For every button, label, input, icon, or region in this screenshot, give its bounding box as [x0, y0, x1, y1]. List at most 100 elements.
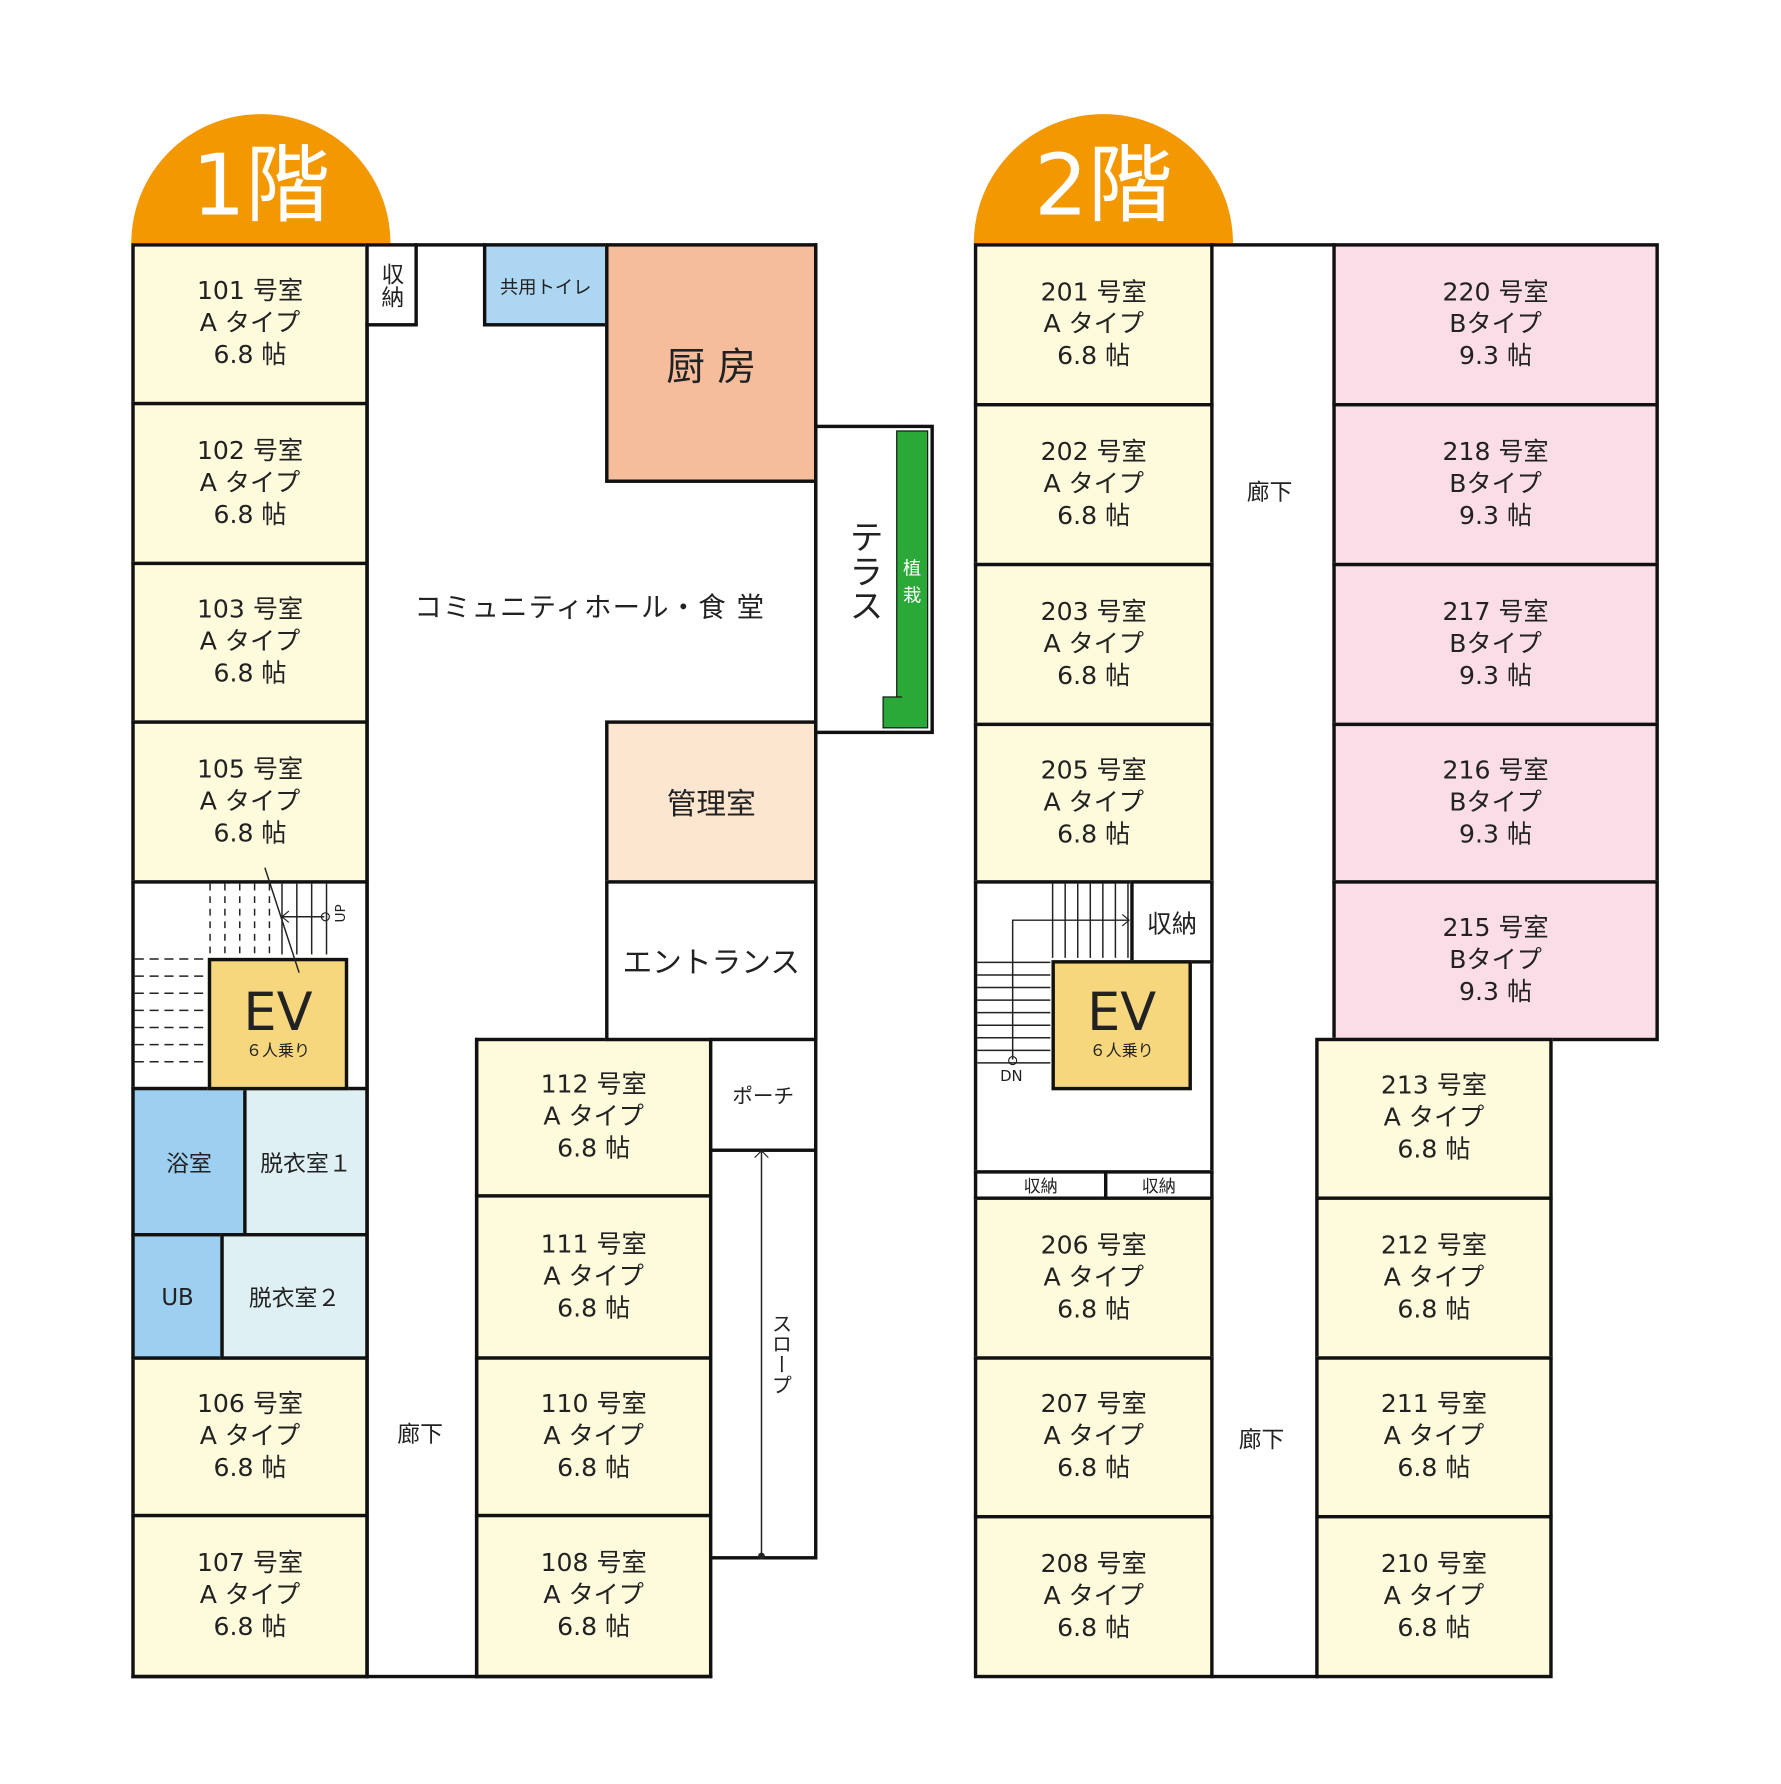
storage-2f-b: 収納 — [973, 1170, 1108, 1200]
wall — [1210, 1674, 1319, 1679]
room-type: A タイプ — [543, 1581, 644, 1610]
room-size: 6.8 帖 — [1057, 820, 1131, 849]
room-105[interactable]: 105 号室 A タイプ 6.8 帖 — [131, 720, 369, 884]
room-101[interactable]: 101 号室 A タイプ 6.8 帖 — [131, 243, 369, 406]
room-size: 6.8 帖 — [213, 1613, 287, 1642]
room-size: 6.8 帖 — [213, 500, 287, 530]
room-type: A タイプ — [1043, 629, 1144, 659]
wall — [365, 323, 369, 1679]
storage-1f: 収納 — [365, 243, 418, 327]
slope-label: スロープ — [768, 1312, 793, 1396]
room-size: 6.8 帖 — [557, 1453, 631, 1483]
room-num: 201 号室 — [1040, 277, 1147, 307]
bath: 浴室 — [131, 1086, 247, 1237]
room-size: 6.8 帖 — [1057, 661, 1131, 691]
room-num: 105 号室 — [196, 755, 304, 784]
room-size: 6.8 帖 — [213, 819, 287, 848]
room-type: A タイプ — [1043, 1263, 1144, 1292]
room-size: 9.3 帖 — [1459, 820, 1533, 849]
room-type: A タイプ — [543, 1102, 644, 1132]
room-216[interactable]: 216 号室 Bタイプ 9.3 帖 — [1332, 722, 1659, 884]
room-size: 6.8 帖 — [557, 1294, 631, 1323]
room-type: A タイプ — [1383, 1263, 1485, 1292]
porch: ポーチ — [708, 1037, 818, 1152]
room-type: A タイプ — [199, 468, 301, 498]
planting-strip: 植栽 — [896, 430, 929, 729]
dressing-room-1: 脱衣室１ — [243, 1086, 369, 1237]
room-type: A タイプ — [543, 1421, 644, 1451]
ev-capacity: ６人乗り — [246, 1042, 310, 1061]
corridor-label-1f: 廊下 — [397, 1420, 443, 1448]
stairs-dn-label: DN — [1000, 1068, 1023, 1086]
room-type: Bタイプ — [1449, 309, 1542, 339]
room-num: 203 号室 — [1040, 597, 1147, 627]
room-num: 218 号室 — [1442, 437, 1549, 467]
room-size: 6.8 帖 — [1057, 341, 1131, 371]
room-type: A タイプ — [1383, 1422, 1485, 1452]
wall — [131, 1674, 713, 1679]
room-size: 6.8 帖 — [213, 341, 287, 370]
room-type: A タイプ — [199, 627, 301, 657]
room-num: 212 号室 — [1380, 1231, 1488, 1260]
room-size: 6.8 帖 — [557, 1613, 631, 1642]
wall — [814, 243, 818, 1042]
room-num: 101 号室 — [196, 277, 304, 306]
room-type: Bタイプ — [1449, 629, 1542, 659]
room-num: 110 号室 — [540, 1389, 647, 1419]
room-size: 6.8 帖 — [1397, 1613, 1471, 1643]
room-type: A タイプ — [199, 309, 301, 338]
room-num: 207 号室 — [1040, 1390, 1147, 1420]
room-size: 6.8 帖 — [213, 659, 287, 689]
wall — [414, 243, 487, 247]
room-type: Bタイプ — [1449, 945, 1542, 975]
planting-notch — [882, 696, 902, 729]
room-size: 9.3 帖 — [1459, 341, 1533, 371]
slope-area — [708, 1148, 818, 1560]
corridor-label-2f-upper: 廊下 — [1246, 478, 1293, 506]
room-num: 106 号室 — [196, 1389, 304, 1419]
room-type: A タイプ — [199, 787, 301, 816]
room-num: 216 号室 — [1442, 756, 1549, 785]
wall — [474, 1037, 479, 1679]
room-size: 9.3 帖 — [1459, 977, 1533, 1007]
room-type: Bタイプ — [1449, 469, 1542, 499]
room-type: A タイプ — [199, 1581, 301, 1610]
room-size: 6.8 帖 — [1057, 1295, 1131, 1324]
room-size: 9.3 帖 — [1459, 661, 1533, 691]
room-num: 208 号室 — [1040, 1549, 1147, 1579]
room-num: 111 号室 — [540, 1230, 647, 1259]
room-size: 6.8 帖 — [1057, 501, 1131, 531]
room-108[interactable]: 108 号室 A タイプ 6.8 帖 — [474, 1513, 713, 1679]
shared-toilet: 共用トイレ — [482, 243, 609, 327]
room-num: 210 号室 — [1380, 1549, 1488, 1579]
room-type: A タイプ — [543, 1262, 644, 1291]
room-type: A タイプ — [1043, 788, 1144, 817]
room-size: 6.8 帖 — [213, 1453, 287, 1483]
room-num: 215 号室 — [1442, 913, 1549, 943]
terrace-label: テラス — [842, 519, 883, 623]
room-num: 108 号室 — [540, 1549, 647, 1578]
room-size: 6.8 帖 — [1057, 1613, 1131, 1643]
room-num: 112 号室 — [540, 1070, 647, 1100]
room-num: 205 号室 — [1040, 756, 1147, 785]
room-type: Bタイプ — [1449, 788, 1542, 817]
